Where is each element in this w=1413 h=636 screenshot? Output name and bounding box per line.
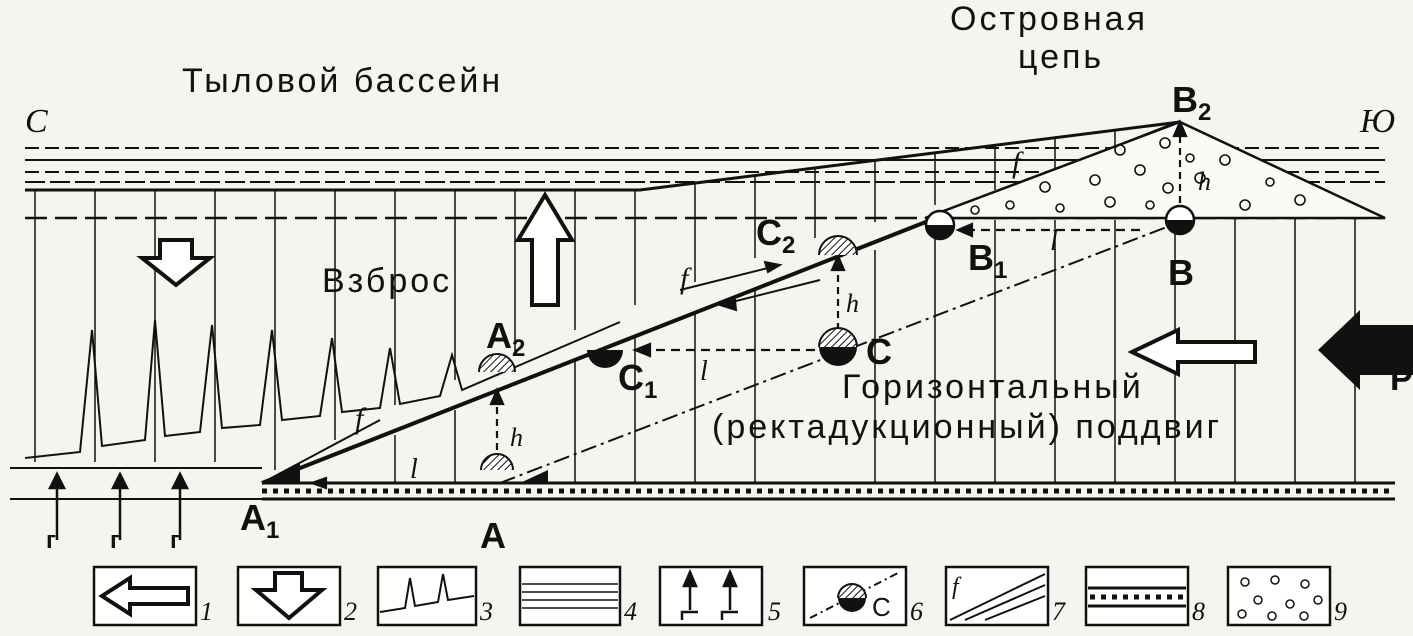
svg-text:C: C [872, 592, 891, 622]
legend-item-6: C 6 [802, 565, 923, 627]
wedge-verticals [394, 200, 1356, 483]
svg-text:8: 8 [1192, 597, 1205, 626]
marker-C2 [818, 235, 858, 255]
label-C1: C1 [618, 357, 657, 404]
svg-text:6: 6 [910, 597, 923, 626]
label-B: B [1168, 252, 1194, 293]
label-A1: A1 [240, 497, 279, 544]
horizontal-motion-arrow-icon [1127, 326, 1257, 378]
uplift-arrow-icon [514, 191, 576, 307]
label-B1: B1 [968, 237, 1007, 284]
label-B2: B2 [1172, 79, 1211, 126]
marker-C [818, 327, 858, 366]
legend-item-1: 1 [92, 565, 213, 627]
marker-A [480, 453, 514, 470]
svg-text:2: 2 [344, 597, 357, 626]
heat-symbol-1: г [46, 527, 56, 554]
displacement-arrows [308, 119, 1188, 490]
island-sediments [924, 120, 1386, 220]
heat-symbol-2: г [110, 527, 120, 554]
symbol-h-3: h [1198, 167, 1211, 196]
svg-text:7: 7 [1052, 597, 1066, 626]
symbol-h-2: h [846, 289, 859, 318]
slip-arrows [679, 260, 821, 312]
label-A: A [480, 515, 506, 556]
marker-A2 [478, 353, 516, 372]
basin-surface [25, 120, 1181, 192]
legend-item-2: 2 [236, 565, 357, 627]
symbol-l-1: l [410, 454, 418, 485]
fault-f-icon [949, 573, 1046, 621]
marker-B1 [924, 209, 956, 241]
symbol-l-3: l [1050, 226, 1058, 257]
marker-A1 [262, 463, 300, 483]
fault-splay [261, 419, 381, 484]
marker-A-wedge [520, 470, 548, 483]
symbol-l-2: l [700, 356, 708, 387]
dash-dot-line [499, 219, 1186, 484]
svg-text:1: 1 [200, 597, 213, 626]
svg-text:3: 3 [479, 597, 493, 626]
heat-flow-arrows [47, 471, 190, 540]
svg-text:4: 4 [624, 597, 637, 626]
legend: 1 2 3 4 [92, 565, 1347, 627]
label-P: P [1390, 360, 1413, 398]
underthrust-title-2: (ректадукционный) поддвиг [712, 408, 1222, 446]
legend-item-7: f 7 [944, 565, 1066, 627]
underthrust-title: Горизонтальный [842, 368, 1144, 406]
svg-text:f: f [952, 574, 962, 600]
pressure-arrow-icon [1318, 310, 1413, 390]
symbol-f-1: f [355, 402, 367, 435]
marker-B [1164, 204, 1196, 236]
subsidence-arrow-icon [136, 238, 216, 288]
island-arc-title-2: цепь [1018, 38, 1104, 76]
spikes-icon [379, 573, 475, 613]
horizontal-arrow-icon [98, 574, 190, 618]
legend-item-8: 8 [1084, 565, 1205, 627]
island-arc-title: Островная [950, 0, 1148, 38]
marker-point-icon [837, 583, 867, 612]
heat-symbol-3: г [170, 527, 180, 554]
water-lines-icon [522, 583, 618, 609]
basin-verticals [34, 130, 1116, 470]
label-A2: A2 [486, 315, 525, 362]
island-circles [970, 137, 1306, 215]
symbol-f-3: f [1012, 146, 1024, 179]
rear-basin-title: Тыловой бассейн [182, 62, 503, 100]
detachment-layer [10, 467, 1395, 501]
south-label: Ю [1359, 103, 1395, 140]
legend-item-5: 5 [658, 565, 781, 627]
reverse-fault-title: Взброс [322, 262, 452, 300]
symbol-f-2: f [680, 262, 692, 295]
north-label: С [25, 103, 48, 140]
legend-item-3: 3 [376, 565, 493, 627]
label-C: C [866, 331, 892, 372]
legend-item-9: 9 [1226, 565, 1347, 627]
circles-fill-icon [1237, 575, 1323, 621]
spiky-sediment [24, 319, 621, 459]
marker-C1 [587, 350, 623, 368]
label-C2: C2 [756, 212, 795, 259]
dotted-layer-icon [1088, 586, 1186, 608]
heat-arrows-icon [680, 568, 738, 620]
svg-text:9: 9 [1334, 597, 1347, 626]
legend-item-4: 4 [518, 565, 637, 627]
down-arrow-icon [250, 571, 328, 621]
symbol-h-1: h [510, 423, 523, 452]
svg-text:5: 5 [768, 597, 781, 626]
